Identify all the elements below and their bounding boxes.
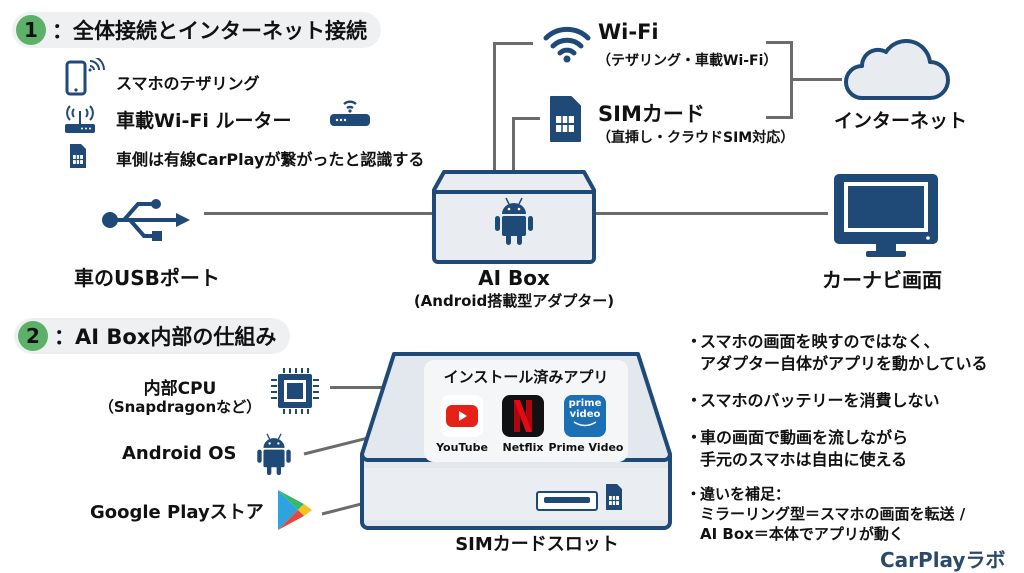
bracket-bottom: [766, 116, 792, 119]
smartphone-tethering-icon: [64, 58, 108, 98]
connector-sim-horizontal: [512, 117, 540, 120]
connector-aibox-navi: [596, 212, 828, 215]
bracket-top: [766, 41, 792, 44]
bullet-mark: ・: [686, 391, 703, 410]
connector-wifi-vertical: [493, 42, 496, 172]
section1-title: ：全体接続とインターネット接続: [52, 19, 367, 43]
cpu-sublabel: （Snapdragonなど）: [98, 398, 262, 416]
section1-header: 1 ：全体接続とインターネット接続: [12, 12, 381, 48]
option-router-label: 車載Wi-Fi ルーター: [116, 110, 292, 132]
brand-logo: CarPlayラボ: [880, 548, 1006, 572]
wifi-subtitle: （テザリング・車載Wi-Fi）: [597, 53, 778, 69]
cpu-label: 内部CPU: [143, 379, 217, 399]
monitor-icon: [832, 172, 942, 258]
installed-apps-title: インストール済みアプリ: [443, 368, 609, 386]
connector-sim-vertical: [512, 117, 515, 172]
wifi-icon: [542, 22, 592, 64]
netflix-app-icon[interactable]: [502, 395, 544, 437]
bracket-vertical: [790, 41, 793, 119]
card-slot: [536, 491, 598, 511]
sim-card-small-icon: [68, 142, 88, 170]
bullet-4: ・違いを補足： ミラーリング型＝スマホの画面を転送 / AI Box＝本体でアプ…: [686, 484, 965, 544]
sim-slot-label: SIMカードスロット: [455, 534, 619, 555]
prime-video-app-icon[interactable]: prime video: [564, 395, 606, 437]
bullet-3-line2: 手元のスマホは自由に使える: [700, 450, 908, 469]
bullet-1-line1: スマホの画面を映すのではなく、: [700, 332, 940, 351]
option-carplay-note: 車側は有線CarPlayが繋がったと認識する: [116, 150, 425, 169]
usb-label: 車のUSBポート: [74, 266, 220, 290]
bullet-2: ・スマホのバッテリーを消費しない: [686, 390, 940, 412]
router-device-icon: [328, 96, 372, 130]
section2-number: 2: [18, 321, 48, 351]
bullet-1-line2: アダプター自体がアプリを動かしている: [700, 354, 988, 373]
prime-logo-text1: prime: [568, 398, 602, 409]
section2-header: 2 ：AI Box内部の仕組み: [14, 318, 291, 354]
bullet-3-line1: 車の画面で動画を流しながら: [700, 428, 909, 447]
netflix-label: Netflix: [502, 441, 544, 454]
bullet-2-line1: スマホのバッテリーを消費しない: [700, 391, 940, 410]
bullet-3: ・車の画面で動画を流しながら 手元のスマホは自由に使える: [686, 427, 908, 471]
connector-cpu: [330, 386, 418, 389]
connector-wifi-horizontal: [493, 42, 533, 45]
google-play-label: Google Playストア: [90, 502, 264, 523]
android-icon: [494, 196, 534, 246]
bullet-mark: ・: [686, 332, 703, 351]
internet-label: インターネット: [834, 110, 968, 132]
wifi-router-icon: [62, 103, 98, 135]
cpu-chip-icon: [270, 368, 320, 414]
sim-subtitle: （直挿し・クラウドSIM対応）: [597, 130, 795, 146]
android-os-icon: [256, 432, 292, 476]
prime-logo-text2: video: [569, 409, 601, 420]
android-os-label: Android OS: [122, 443, 237, 464]
bullet-4-line1: 違いを補足：: [700, 485, 791, 503]
aibox-subtitle: (Android搭載型アダプター): [413, 292, 615, 310]
prime-video-label: Prime Video: [548, 441, 624, 454]
wifi-title: Wi-Fi: [598, 20, 659, 44]
google-play-icon: [274, 488, 314, 532]
section1-number: 1: [16, 15, 46, 45]
connector-internet: [792, 78, 842, 81]
cloud-icon: [840, 36, 952, 104]
bullet-4-line2: ミラーリング型＝スマホの画面を転送 /: [700, 505, 966, 523]
bullet-4-line3: AI Box＝本体でアプリが動く: [700, 525, 904, 543]
option-tethering-label: スマホのテザリング: [116, 74, 260, 93]
connector-usb-aibox: [204, 212, 432, 215]
sim-title: SIMカード: [598, 102, 705, 126]
bullet-mark: ・: [686, 428, 703, 447]
usb-icon: [100, 196, 192, 244]
youtube-app-icon[interactable]: [441, 395, 483, 437]
sim-slot-icon: [604, 482, 624, 512]
bullet-1: ・スマホの画面を映すのではなく、 アダプター自体がアプリを動かしている: [686, 331, 988, 375]
youtube-label: YouTube: [436, 441, 488, 454]
sim-card-icon: [548, 94, 582, 144]
navi-label: カーナビ画面: [822, 268, 942, 292]
bullet-mark: ・: [686, 485, 702, 503]
prime-smile-icon: [573, 421, 597, 427]
aibox-title: AI Box: [478, 266, 550, 290]
section2-title: ：AI Box内部の仕組み: [54, 325, 277, 349]
